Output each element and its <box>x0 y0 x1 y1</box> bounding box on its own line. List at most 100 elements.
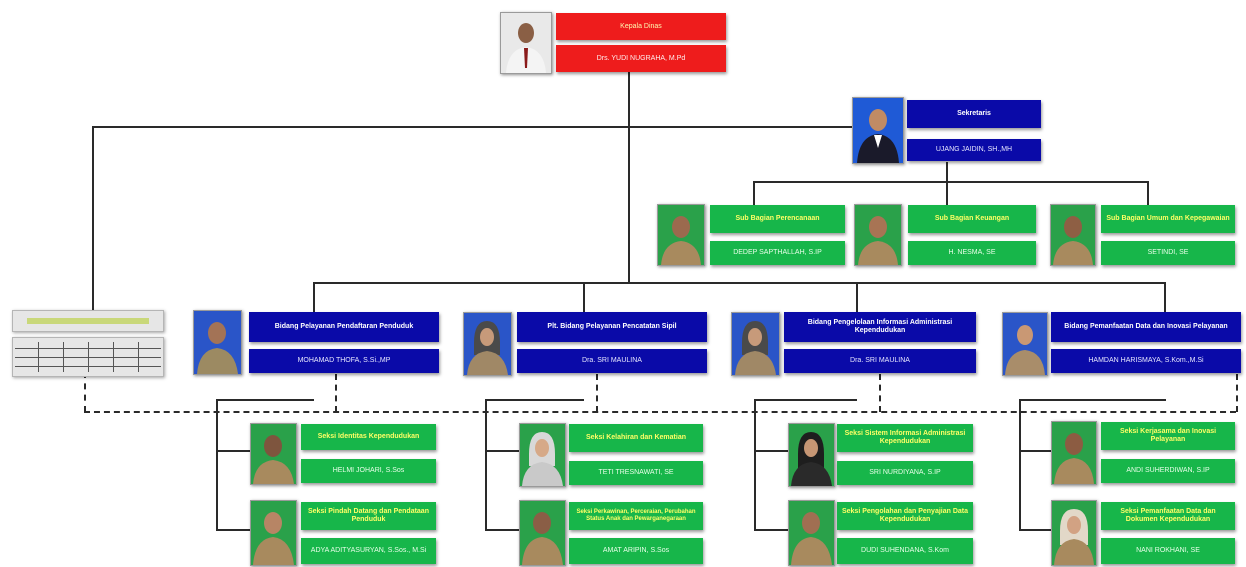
bidang2-photo <box>463 312 512 376</box>
bidang1-title: Bidang Pelayanan Pendaftaran Penduduk <box>249 312 439 342</box>
head-title: Kepala Dinas <box>556 13 726 40</box>
bidang-horizontal-line <box>313 282 1166 284</box>
seksi2-title: Seksi Pindah Datang dan Pendataan Pendud… <box>301 502 436 530</box>
bidang1-drop-line <box>313 282 315 312</box>
seksi-group2-b1 <box>485 450 519 452</box>
functional-group-grid <box>12 337 164 377</box>
bidang4-title: Bidang Pemanfaatan Data dan Inovasi Pela… <box>1051 312 1241 342</box>
person-portrait-icon <box>732 313 779 375</box>
person-portrait-icon <box>251 501 296 565</box>
bidang2-title: Plt. Bidang Pelayanan Pencatatan Sipil <box>517 312 707 342</box>
seksi-group2-v <box>485 399 487 530</box>
subbag1-name: DEDEP SAPTHALLAH, S.IP <box>710 241 845 265</box>
seksi-group3-b1 <box>754 450 788 452</box>
seksi8-photo <box>1051 500 1097 566</box>
seksi5-name: SRI NURDIYANA, S.IP <box>837 461 973 485</box>
seksi3-name: TETI TRESNAWATI, SE <box>569 461 703 485</box>
person-portrait-icon <box>1052 422 1096 484</box>
person-portrait-icon <box>520 501 565 565</box>
subbag2-title: Sub Bagian Keuangan <box>908 205 1036 233</box>
person-portrait-icon <box>853 98 903 163</box>
bidang3-drop-line <box>856 282 858 312</box>
secretary-photo <box>852 97 904 164</box>
seksi5-photo <box>788 423 835 487</box>
subbag2-drop-line <box>946 181 948 205</box>
subbag3-title: Sub Bagian Umum dan Kepegawaian <box>1101 205 1235 233</box>
bidang4-drop-line <box>1164 282 1166 312</box>
functional-group-title-bar <box>12 310 164 332</box>
person-portrait-icon <box>520 424 565 486</box>
seksi1-title: Seksi Identitas Kependudukan <box>301 424 436 450</box>
secretary-drop-line <box>946 162 948 182</box>
bidang2-name: Dra. SRI MAULINA <box>517 349 707 373</box>
top-horizontal-line <box>92 126 854 128</box>
secretary-title: Sekretaris <box>907 100 1041 128</box>
seksi1-name: HELMI JOHARI, S.Sos <box>301 459 436 483</box>
dashed-drop-2 <box>596 374 598 412</box>
dashed-drop-4 <box>1236 374 1238 412</box>
seksi8-title: Seksi Pemanfaatan Data dan Dokumen Kepen… <box>1101 502 1235 530</box>
person-portrait-icon <box>789 424 834 486</box>
person-portrait-icon <box>1052 501 1096 565</box>
bidang1-name: MOHAMAD THOFA, S.Si.,MP <box>249 349 439 373</box>
seksi-group3-h <box>754 399 857 401</box>
head-name: Drs. YUDI NUGRAHA, M.Pd <box>556 45 726 72</box>
seksi4-name: AMAT ARIPIN, S.Sos <box>569 538 703 564</box>
subbag2-photo <box>854 204 902 266</box>
seksi-group4-b1 <box>1019 450 1051 452</box>
seksi7-name: ANDI SUHERDIWAN, S.IP <box>1101 459 1235 483</box>
subbag-horizontal-line <box>753 181 1149 183</box>
seksi-group3-v <box>754 399 756 530</box>
seksi-group1-b2 <box>216 529 250 531</box>
seksi3-title: Seksi Kelahiran dan Kematian <box>569 424 703 452</box>
person-portrait-icon <box>464 313 511 375</box>
bidang3-name: Dra. SRI MAULINA <box>784 349 976 373</box>
subbag1-drop-line <box>753 181 755 205</box>
subbag3-photo <box>1050 204 1096 266</box>
seksi-group4-v <box>1019 399 1021 530</box>
functional-drop-line <box>92 126 94 310</box>
subbag2-name: H. NESMA, SE <box>908 241 1036 265</box>
seksi3-photo <box>519 423 566 487</box>
dashed-drop-3 <box>879 374 881 412</box>
subbag3-name: SETINDI, SE <box>1101 241 1235 265</box>
seksi-group1-b1 <box>216 450 250 452</box>
person-portrait-icon <box>855 205 901 265</box>
bidang4-photo <box>1002 312 1048 376</box>
seksi-group1-v <box>216 399 218 530</box>
person-portrait-icon <box>251 424 296 484</box>
seksi6-title: Seksi Pengolahan dan Penyajian Data Kepe… <box>837 502 973 530</box>
seksi5-title: Seksi Sistem Informasi Administrasi Kepe… <box>837 424 973 452</box>
head-trunk-line <box>628 72 630 282</box>
person-portrait-icon <box>1003 313 1047 375</box>
seksi-group4-b2 <box>1019 529 1051 531</box>
person-portrait-icon <box>658 205 704 265</box>
seksi-group1-h <box>216 399 314 401</box>
bidang1-photo <box>193 310 242 375</box>
functional-dashed-drop <box>84 372 86 412</box>
person-portrait-icon <box>1051 205 1095 265</box>
coordination-dashed-line <box>84 411 1236 413</box>
subbag3-drop-line <box>1147 181 1149 205</box>
seksi4-photo <box>519 500 566 566</box>
head-photo <box>500 12 552 74</box>
seksi6-photo <box>788 500 835 566</box>
seksi2-photo <box>250 500 297 566</box>
seksi4-title: Seksi Perkawinan, Perceraian, Perubahan … <box>569 502 703 530</box>
subbag1-photo <box>657 204 705 266</box>
seksi2-name: ADYA ADITYASURYAN, S.Sos., M.Si <box>301 538 436 564</box>
bidang2-drop-line <box>583 282 585 312</box>
seksi-group2-b2 <box>485 529 519 531</box>
person-portrait-icon <box>194 311 241 374</box>
person-portrait-icon <box>501 13 551 73</box>
subbag1-title: Sub Bagian Perencanaan <box>710 205 845 233</box>
seksi6-name: DUDI SUHENDANA, S.Kom <box>837 538 973 564</box>
bidang3-photo <box>731 312 780 376</box>
seksi7-title: Seksi Kerjasama dan Inovasi Pelayanan <box>1101 422 1235 450</box>
seksi-group3-b2 <box>754 529 788 531</box>
seksi8-name: NANI ROKHANI, SE <box>1101 538 1235 564</box>
seksi-group2-h <box>485 399 584 401</box>
seksi1-photo <box>250 423 297 485</box>
seksi7-photo <box>1051 421 1097 485</box>
seksi-group4-h <box>1019 399 1166 401</box>
